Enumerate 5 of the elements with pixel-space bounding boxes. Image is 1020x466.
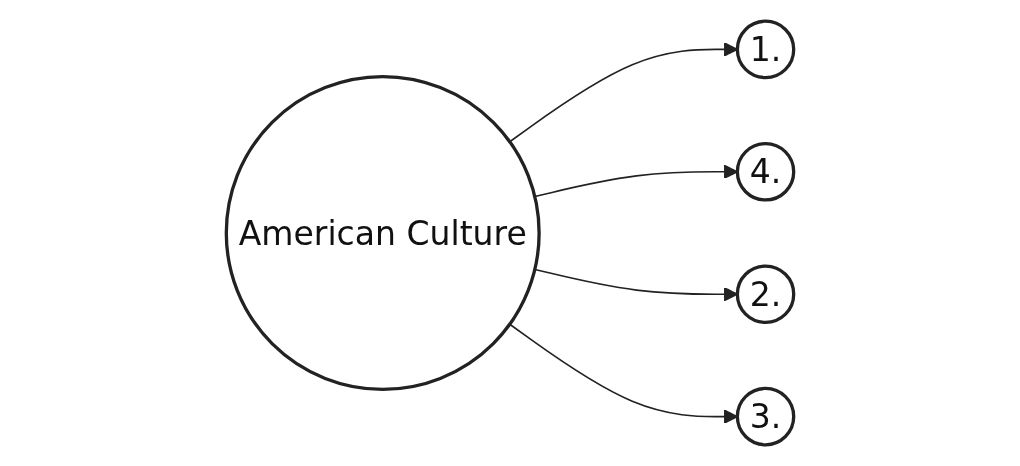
node-circle: 4. xyxy=(735,142,796,202)
node-circle: American Culture xyxy=(224,74,541,392)
node-circle: 2. xyxy=(735,264,796,324)
node-circle: 1. xyxy=(735,19,796,80)
node-circle: 3. xyxy=(735,386,796,447)
